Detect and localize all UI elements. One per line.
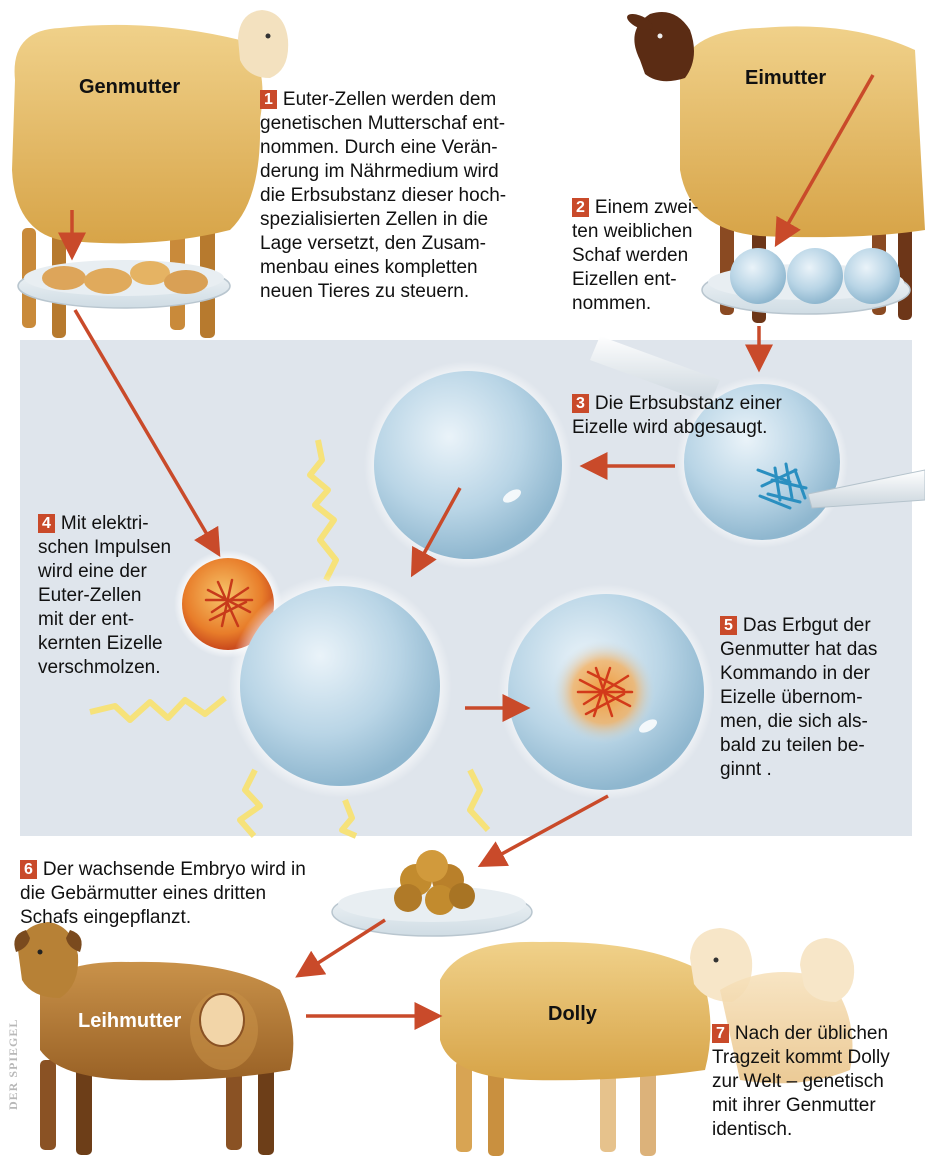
label-dolly: Dolly <box>548 1003 597 1026</box>
label-genmutter: Genmutter <box>79 76 180 99</box>
enucleated-egg-cell <box>364 361 572 569</box>
step-6-text: 6Der wachsende Embryo wird in die Gebärm… <box>20 858 306 930</box>
step-6-number: 6 <box>20 860 37 879</box>
step-3-number: 3 <box>572 394 589 413</box>
step-2-number: 2 <box>572 198 589 217</box>
label-leihmutter: Leihmutter <box>78 1010 181 1033</box>
udder-cell-dish <box>18 260 230 308</box>
step-3-text: 3Die Erbsubstanz einer Eizelle wird abge… <box>572 392 782 440</box>
publisher-credit: DER SPIEGEL <box>6 1019 21 1110</box>
step-7-number: 7 <box>712 1024 729 1043</box>
step-1-text: 1Euter-Zellen werden dem genetischen Mut… <box>260 88 506 304</box>
step-4-number: 4 <box>38 514 55 533</box>
embryo-dish <box>332 850 532 936</box>
leihmutter-sheep <box>14 922 293 1155</box>
step-4-text: 4Mit elektri- schen Impulsen wird eine d… <box>38 512 171 680</box>
step-7-text: 7Nach der üblichen Tragzeit kommt Dolly … <box>712 1022 890 1142</box>
step-2-text: 2Einem zwei- ten weiblichen Schaf werden… <box>572 196 698 316</box>
step-5-text: 5Das Erbgut der Genmutter hat das Komman… <box>720 614 877 782</box>
step-1-number: 1 <box>260 90 277 109</box>
fused-egg-cell <box>228 574 452 798</box>
label-eimutter: Eimutter <box>745 67 826 90</box>
step-5-number: 5 <box>720 616 737 635</box>
dividing-egg-cell <box>498 584 714 800</box>
